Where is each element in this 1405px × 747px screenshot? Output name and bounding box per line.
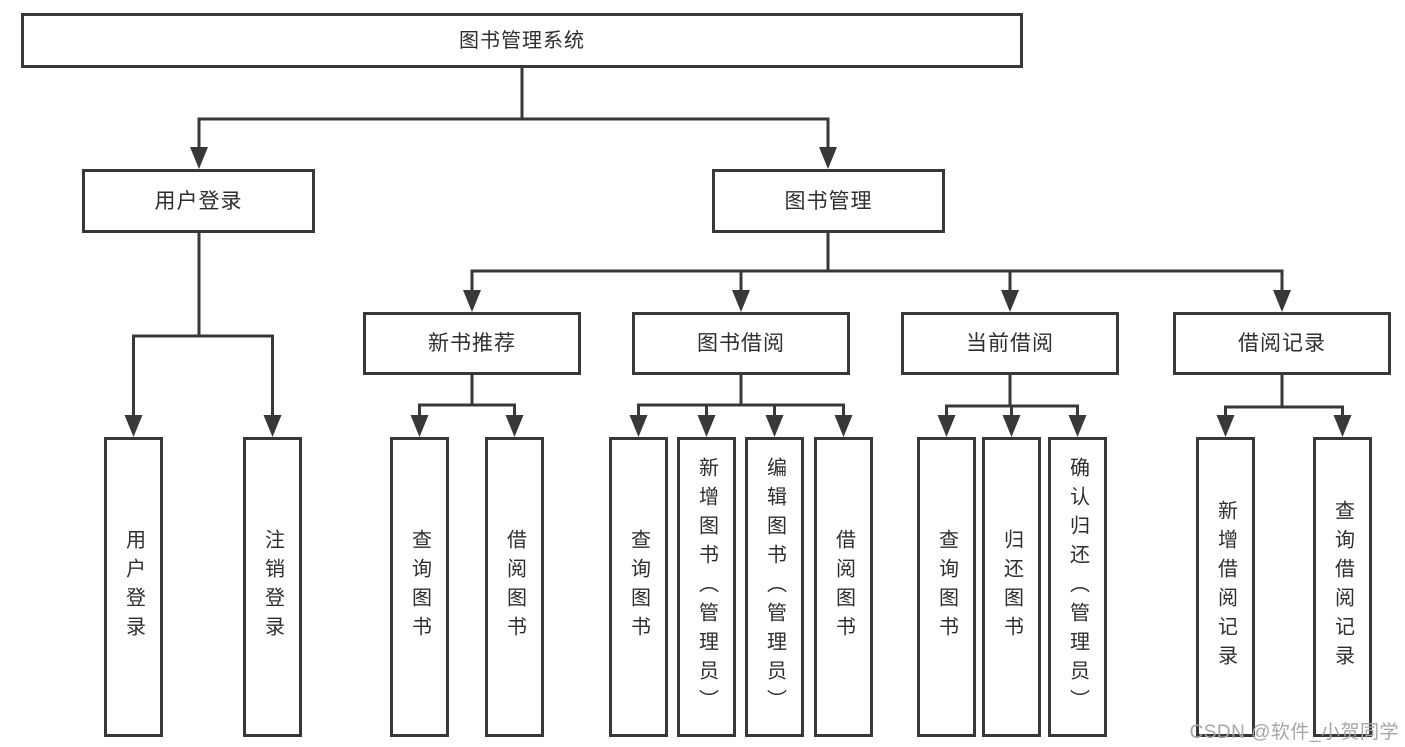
leaf-cb-confirm-return-admin: 确认归还（管理员） [1048,437,1107,737]
leaf-label: 查询图书 [935,529,958,645]
leaf-bb-edit-books-admin: 编辑图书（管理员） [745,437,804,737]
leaf-nb-query-books: 查询图书 [390,437,449,737]
leaf-label: 借阅图书 [503,529,526,645]
connector-user-login-children [124,231,282,437]
leaf-logout: 注销登录 [243,437,302,737]
leaf-label: 归还图书 [1000,529,1023,645]
leaf-label: 查询借阅记录 [1331,500,1354,674]
leaf-br-query-record: 查询借阅记录 [1313,437,1372,737]
node-current-borrow: 当前借阅 [901,312,1119,375]
arrow-down-icon [1273,290,1291,312]
leaf-bb-borrow-books: 借阅图书 [814,437,873,737]
leaf-label: 借阅图书 [832,529,855,645]
arrow-down-icon [410,415,429,437]
arrow-down-icon [697,415,716,437]
leaf-label: 注销登录 [261,529,284,645]
arrow-down-icon [629,415,648,437]
node-borrow-records: 借阅记录 [1173,312,1391,375]
leaf-nb-borrow-books: 借阅图书 [485,437,544,737]
leaf-label: 查询图书 [408,529,431,645]
arrow-down-icon [124,415,143,437]
leaf-bb-query-books: 查询图书 [609,437,668,737]
leaf-user-login: 用户登录 [104,437,163,737]
arrow-down-icon [1068,415,1087,437]
node-user-login: 用户登录 [82,169,315,233]
arrow-down-icon [819,147,837,169]
arrow-down-icon [263,415,282,437]
connector-book-mgmt-children [463,231,1291,312]
node-book-borrow: 图书借阅 [632,312,850,375]
arrow-down-icon [1001,290,1019,312]
arrow-down-icon [1333,415,1352,437]
connector-records-children [1216,373,1352,437]
csdn-watermark: CSDN @软件_小贺同学 [1189,722,1399,743]
arrow-down-icon [1216,415,1235,437]
leaf-label: 确认归还（管理员） [1066,456,1089,718]
arrow-down-icon [732,290,750,312]
arrow-down-icon [505,415,524,437]
leaf-label: 查询图书 [627,529,650,645]
connector-borrow-children [629,373,853,437]
connector-current-children [937,373,1087,437]
connector-root-to-level2 [190,66,837,169]
leaf-bb-add-books-admin: 新增图书（管理员） [677,437,736,737]
arrow-down-icon [765,415,784,437]
leaf-label: 编辑图书（管理员） [763,456,786,718]
node-root: 图书管理系统 [21,13,1023,68]
leaf-label: 新增借阅记录 [1214,500,1237,674]
arrow-down-icon [1002,415,1021,437]
node-book-mgmt: 图书管理 [712,169,945,233]
leaf-label: 用户登录 [122,529,145,645]
arrow-down-icon [190,147,208,169]
arrow-down-icon [463,290,481,312]
arrow-down-icon [834,415,853,437]
arrow-down-icon [937,415,956,437]
node-new-book-rec: 新书推荐 [363,312,581,375]
leaf-cb-return-books: 归还图书 [982,437,1041,737]
leaf-label: 新增图书（管理员） [695,456,718,718]
leaf-cb-query-books: 查询图书 [917,437,976,737]
connector-new-book-children [410,373,524,437]
leaf-br-add-record: 新增借阅记录 [1196,437,1255,737]
